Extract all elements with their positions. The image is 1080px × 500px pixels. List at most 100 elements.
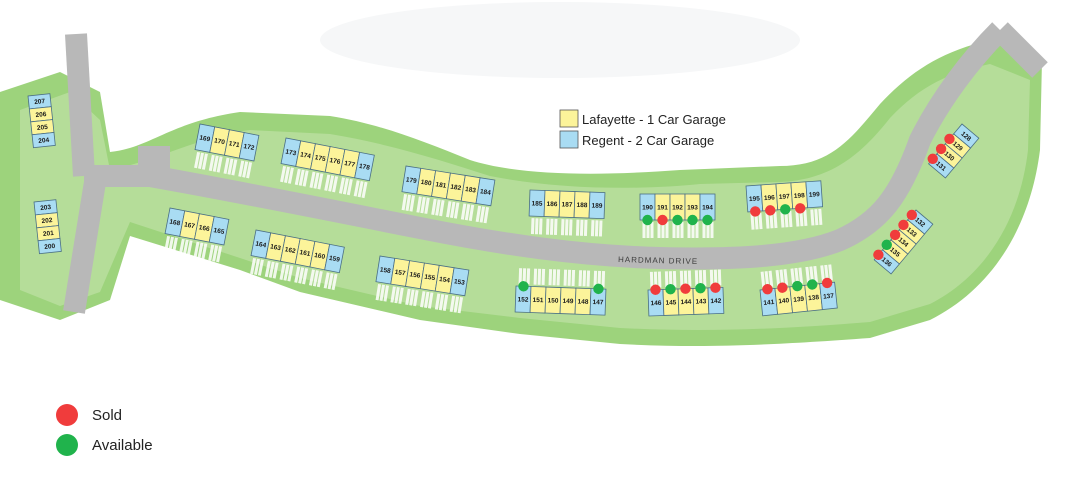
lot-196[interactable]: 196 xyxy=(760,183,779,216)
driveways xyxy=(164,151,833,314)
driveway-stripe xyxy=(803,209,808,227)
lot-172[interactable]: 172 xyxy=(238,132,260,162)
lot-135[interactable]: 135 xyxy=(879,237,909,265)
lot-number: 188 xyxy=(576,202,587,209)
lot-136[interactable]: 136 xyxy=(870,246,900,275)
driveway-stripe xyxy=(798,267,804,284)
lot-148[interactable]: 148 xyxy=(574,287,592,316)
driveway-stripe xyxy=(810,209,815,226)
lot-153[interactable]: 153 xyxy=(449,267,470,297)
lot-152[interactable]: 152 xyxy=(514,281,532,313)
driveway-stripe xyxy=(818,208,823,225)
lot-154[interactable]: 154 xyxy=(434,264,455,294)
lot-197[interactable]: 197 xyxy=(775,182,794,215)
lot-190[interactable]: 190 xyxy=(639,193,656,226)
lot-142[interactable]: 142 xyxy=(707,282,725,315)
available-marker xyxy=(665,284,676,295)
driveway-stripe xyxy=(223,157,230,174)
driveway-stripe xyxy=(420,197,426,214)
lot-137[interactable]: 137 xyxy=(819,277,838,311)
driveway-stripe xyxy=(768,270,774,287)
driveway-stripe xyxy=(231,159,238,176)
lot-number: 198 xyxy=(794,192,806,200)
lot-204[interactable]: 204 xyxy=(31,132,56,149)
lot-187[interactable]: 187 xyxy=(558,190,576,218)
status-legend-available: Available xyxy=(56,430,153,460)
lot-169[interactable]: 169 xyxy=(194,123,216,153)
lot-134[interactable]: 134 xyxy=(887,227,917,255)
driveway-stripe xyxy=(427,292,434,309)
lot-195[interactable]: 195 xyxy=(745,184,764,217)
lot-number: 180 xyxy=(420,179,432,188)
driveway-stripe xyxy=(526,268,531,285)
lot-189[interactable]: 189 xyxy=(588,191,606,220)
lot-128[interactable]: 128 xyxy=(953,123,980,149)
driveway-stripe xyxy=(593,270,598,287)
lot-number: 191 xyxy=(657,204,668,211)
lot-130[interactable]: 130 xyxy=(933,141,963,169)
driveway-stripe xyxy=(338,177,345,194)
driveway-stripe xyxy=(560,219,565,236)
lot-194[interactable]: 194 xyxy=(699,193,716,226)
available-marker xyxy=(687,214,698,226)
driveway-stripe xyxy=(212,245,219,262)
lot-170[interactable]: 170 xyxy=(209,126,230,156)
status-legend-sold: Sold xyxy=(56,400,153,430)
driveway-stripe xyxy=(805,266,811,284)
lot-number: 173 xyxy=(285,149,297,158)
driveway-stripe xyxy=(814,209,819,226)
lot-shape xyxy=(449,267,470,297)
lot-number: 187 xyxy=(561,201,572,208)
driveway-stripe xyxy=(197,242,204,259)
lot-164[interactable]: 164 xyxy=(250,229,272,259)
driveway-stripe xyxy=(298,169,305,186)
lot-157[interactable]: 157 xyxy=(390,257,411,287)
lot-159[interactable]: 159 xyxy=(324,243,345,274)
lot-140[interactable]: 140 xyxy=(774,282,793,315)
lot-number: 195 xyxy=(749,195,761,203)
sold-marker xyxy=(777,282,788,293)
driveway-stripe xyxy=(813,265,818,283)
lot-199[interactable]: 199 xyxy=(805,180,824,209)
lot-number: 159 xyxy=(328,255,340,264)
lot-143[interactable]: 143 xyxy=(692,282,710,315)
lot-178[interactable]: 178 xyxy=(354,151,375,182)
lot-number: 145 xyxy=(665,299,676,306)
lot-147[interactable]: 147 xyxy=(589,283,607,316)
lot-131[interactable]: 131 xyxy=(925,151,955,179)
driveway-stripe xyxy=(679,270,684,287)
lot-141[interactable]: 141 xyxy=(759,283,779,317)
lot-191[interactable]: 191 xyxy=(654,193,671,226)
lot-number: 154 xyxy=(439,276,451,285)
sold-marker xyxy=(650,284,661,295)
lot-150[interactable]: 150 xyxy=(544,286,562,314)
lot-129[interactable]: 129 xyxy=(941,131,972,159)
lot-139[interactable]: 139 xyxy=(789,280,808,314)
lot-188[interactable]: 188 xyxy=(573,191,591,219)
lot-132[interactable]: 132 xyxy=(904,207,934,235)
driveway-stripe xyxy=(208,154,215,172)
lot-number: 148 xyxy=(577,298,588,305)
lot-151[interactable]: 151 xyxy=(529,286,547,314)
lot-145[interactable]: 145 xyxy=(662,284,680,316)
driveway-stripe xyxy=(216,156,223,173)
driveway-stripe xyxy=(583,219,588,237)
driveway-stripe xyxy=(342,178,349,195)
driveway-stripe xyxy=(398,287,404,304)
lot-149[interactable]: 149 xyxy=(559,287,577,315)
sold-marker xyxy=(750,206,761,217)
lot-144[interactable]: 144 xyxy=(677,283,695,316)
lot-192[interactable]: 192 xyxy=(669,193,686,226)
lot-200[interactable]: 200 xyxy=(37,238,62,255)
lot-184[interactable]: 184 xyxy=(475,177,496,207)
driveway-stripe xyxy=(549,218,554,235)
lot-186[interactable]: 186 xyxy=(543,190,561,218)
lot-165[interactable]: 165 xyxy=(208,216,230,246)
lot-185[interactable]: 185 xyxy=(528,189,546,217)
